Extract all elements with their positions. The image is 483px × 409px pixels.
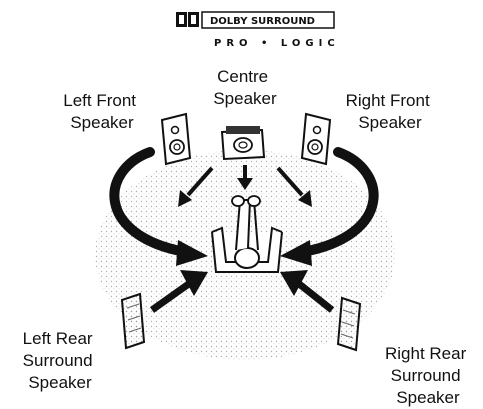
logo-brand-text: DOLBY SURROUND bbox=[210, 16, 315, 27]
right-rear-speaker-label: Right Rear Surround Speaker bbox=[385, 344, 471, 407]
right-rear-speaker-icon bbox=[338, 298, 360, 350]
logo-sub-text: PRO • LOGIC bbox=[214, 38, 340, 49]
dolby-logo: DOLBY SURROUND PRO • LOGIC bbox=[176, 12, 340, 49]
left-rear-speaker-icon bbox=[122, 294, 144, 348]
centre-speaker-icon bbox=[222, 126, 264, 159]
left-front-speaker-icon bbox=[162, 114, 190, 164]
centre-speaker-label: Centre Speaker bbox=[213, 67, 277, 108]
left-rear-speaker-label: Left Rear Surround Speaker bbox=[23, 329, 98, 392]
left-front-speaker-label: Left Front Speaker bbox=[63, 91, 141, 132]
right-front-speaker-icon bbox=[302, 114, 330, 164]
right-front-speaker-label: Right Front Speaker bbox=[346, 91, 435, 132]
